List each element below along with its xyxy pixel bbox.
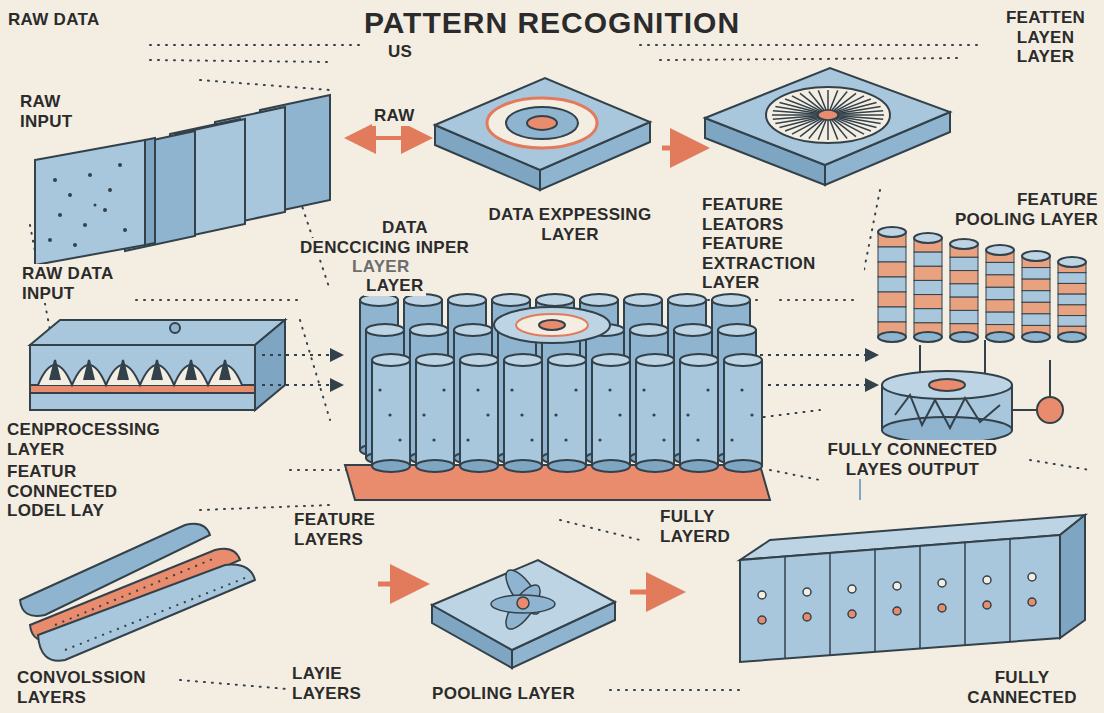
layer-label: LAYER <box>350 257 412 277</box>
layer-label: DATA EXPPESSING LAYER <box>468 205 672 244</box>
layer-label: DENCCICING INPER <box>298 238 471 258</box>
layer-label: FULLY CANNECTED <box>950 668 1094 707</box>
layer-label: RAW INPUT <box>18 92 92 131</box>
layer-label: RAW <box>372 106 417 126</box>
title: PATTERN RECOGNITION <box>358 6 746 39</box>
layer-label: FULLY CONNECTED LAYES OUTPUT <box>818 440 1007 479</box>
layer-label: RAW DATA <box>6 10 101 30</box>
title-wrap: PATTERN RECOGNITION <box>0 6 1104 40</box>
layer-label: US <box>386 42 414 62</box>
layer-label: RAW DATA INPUT <box>20 264 134 303</box>
layer-label: FULLY LAYERD <box>658 507 747 546</box>
layer-label: FEATTEN LAYEN LAYER <box>991 8 1100 67</box>
layer-label: FEATURE POOLING LAYER <box>948 190 1100 229</box>
layer-label: POOLING LAYER <box>430 684 577 704</box>
layer-label: FEATURE LAYERS <box>292 510 381 549</box>
layer-label: LAYIE LAYERS <box>290 664 374 703</box>
layer-label: FEATURE LEATORS FEATURE EXTRACTION LAYER <box>700 195 864 293</box>
layer-label: CONVOLSSION LAYERS <box>15 668 179 707</box>
layer-label: LAYER <box>364 276 426 296</box>
layer-label: CENPROCESSING LAYER <box>5 420 174 459</box>
layer-label: DATA <box>380 218 430 238</box>
layer-label: FEATUR CONNECTED LODEL LAY <box>5 462 119 521</box>
